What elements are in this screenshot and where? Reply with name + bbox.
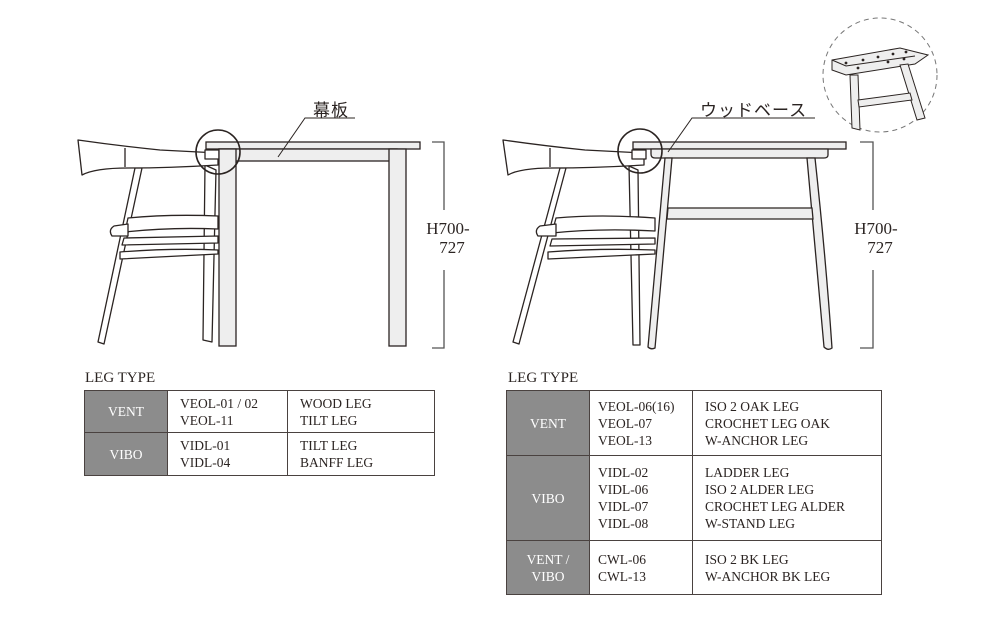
- leg-name: ISO 2 OAK LEG: [705, 398, 800, 414]
- leg-name: BANFF LEG: [300, 455, 374, 470]
- left-table-drawing: [195, 117, 445, 349]
- right-height-line2: 727: [867, 238, 893, 257]
- right-leg-type-table: VENT VEOL-06(16) VEOL-07 VEOL-13 ISO 2 O…: [506, 390, 882, 595]
- leg-code: CWL-13: [598, 568, 646, 584]
- codes-cell: VIDL-02 VIDL-06 VIDL-07 VIDL-08: [589, 455, 693, 541]
- right-height-dimension: H700- 727: [846, 219, 906, 257]
- leg-name: W-ANCHOR BK LEG: [705, 568, 831, 584]
- series-cell: VENT: [506, 390, 590, 456]
- leg-name: W-ANCHOR LEG: [705, 432, 809, 448]
- left-leg-type-table: VENT VEOL-01 / 02 VEOL-11 WOOD LEG TILT …: [84, 390, 435, 476]
- right-chair-drawing: [502, 139, 656, 346]
- leg-name: CROCHET LEG OAK: [705, 415, 831, 431]
- apron-callout-label: 幕板: [313, 101, 349, 120]
- names-cell: WOOD LEG TILT LEG: [287, 390, 435, 433]
- leg-name: W-STAND LEG: [705, 516, 796, 531]
- leg-code: VEOL-11: [180, 412, 234, 428]
- leg-code: VIDL-07: [598, 499, 649, 514]
- right-leg-type-title: LEG TYPE: [508, 370, 579, 386]
- table-row: VENT VEOL-01 / 02 VEOL-11 WOOD LEG TILT …: [84, 390, 435, 433]
- leg-name: ISO 2 ALDER LEG: [705, 482, 815, 497]
- right-table-drawing: [617, 117, 874, 350]
- left-height-dimension: H700- 727: [418, 219, 478, 257]
- leg-name: CROCHET LEG ALDER: [705, 499, 846, 514]
- names-cell: ISO 2 OAK LEG CROCHET LEG OAK W-ANCHOR L…: [692, 390, 882, 456]
- leg-code: VIDL-08: [598, 516, 649, 531]
- names-cell: LADDER LEG ISO 2 ALDER LEG CROCHET LEG A…: [692, 455, 882, 541]
- names-cell: ISO 2 BK LEG W-ANCHOR BK LEG: [692, 540, 882, 595]
- leg-code: CWL-06: [598, 551, 646, 567]
- series-cell: VIBO: [506, 455, 590, 541]
- series-label-line2: VIBO: [531, 568, 565, 584]
- series-cell: VENT: [84, 390, 168, 433]
- leg-code: VEOL-13: [598, 432, 652, 448]
- codes-cell: VIDL-01 VIDL-04: [167, 432, 288, 476]
- leg-code: VIDL-06: [598, 482, 649, 497]
- left-height-line2: 727: [439, 238, 465, 257]
- leg-name: WOOD LEG: [300, 395, 372, 411]
- leg-code: VEOL-07: [598, 415, 652, 431]
- table-row: VIBO VIDL-01 VIDL-04 TILT LEG BANFF LEG: [84, 432, 435, 476]
- series-label-line1: VENT /: [526, 551, 570, 567]
- table-row: VENT VEOL-06(16) VEOL-07 VEOL-13 ISO 2 O…: [506, 390, 882, 456]
- codes-cell: CWL-06 CWL-13: [589, 540, 693, 595]
- right-height-line1: H700-: [854, 219, 898, 238]
- left-height-line1: H700-: [426, 219, 470, 238]
- leg-code: VIDL-01: [180, 438, 231, 453]
- leg-code: VIDL-02: [598, 465, 649, 480]
- wood-base-detail-inset: [822, 17, 938, 133]
- left-leg-type-title: LEG TYPE: [85, 370, 156, 386]
- series-cell: VIBO: [84, 432, 168, 476]
- codes-cell: VEOL-06(16) VEOL-07 VEOL-13: [589, 390, 693, 456]
- leg-name: LADDER LEG: [705, 465, 790, 480]
- leg-code: VEOL-06(16): [598, 398, 675, 414]
- wood-base-callout-label: ウッドベース: [700, 101, 808, 120]
- leg-code: VIDL-04: [180, 455, 231, 470]
- series-cell: VENT / VIBO: [506, 540, 590, 595]
- leg-code: VEOL-01 / 02: [180, 395, 258, 411]
- table-row: VENT / VIBO CWL-06 CWL-13 ISO 2 BK LEG W…: [506, 540, 882, 595]
- leg-name: ISO 2 BK LEG: [705, 551, 789, 567]
- left-chair-drawing: [77, 139, 221, 345]
- table-row: VIBO VIDL-02 VIDL-06 VIDL-07 VIDL-08 LAD…: [506, 455, 882, 541]
- leg-name: TILT LEG: [300, 438, 358, 453]
- codes-cell: VEOL-01 / 02 VEOL-11: [167, 390, 288, 433]
- leg-name: TILT LEG: [300, 412, 358, 428]
- names-cell: TILT LEG BANFF LEG: [287, 432, 435, 476]
